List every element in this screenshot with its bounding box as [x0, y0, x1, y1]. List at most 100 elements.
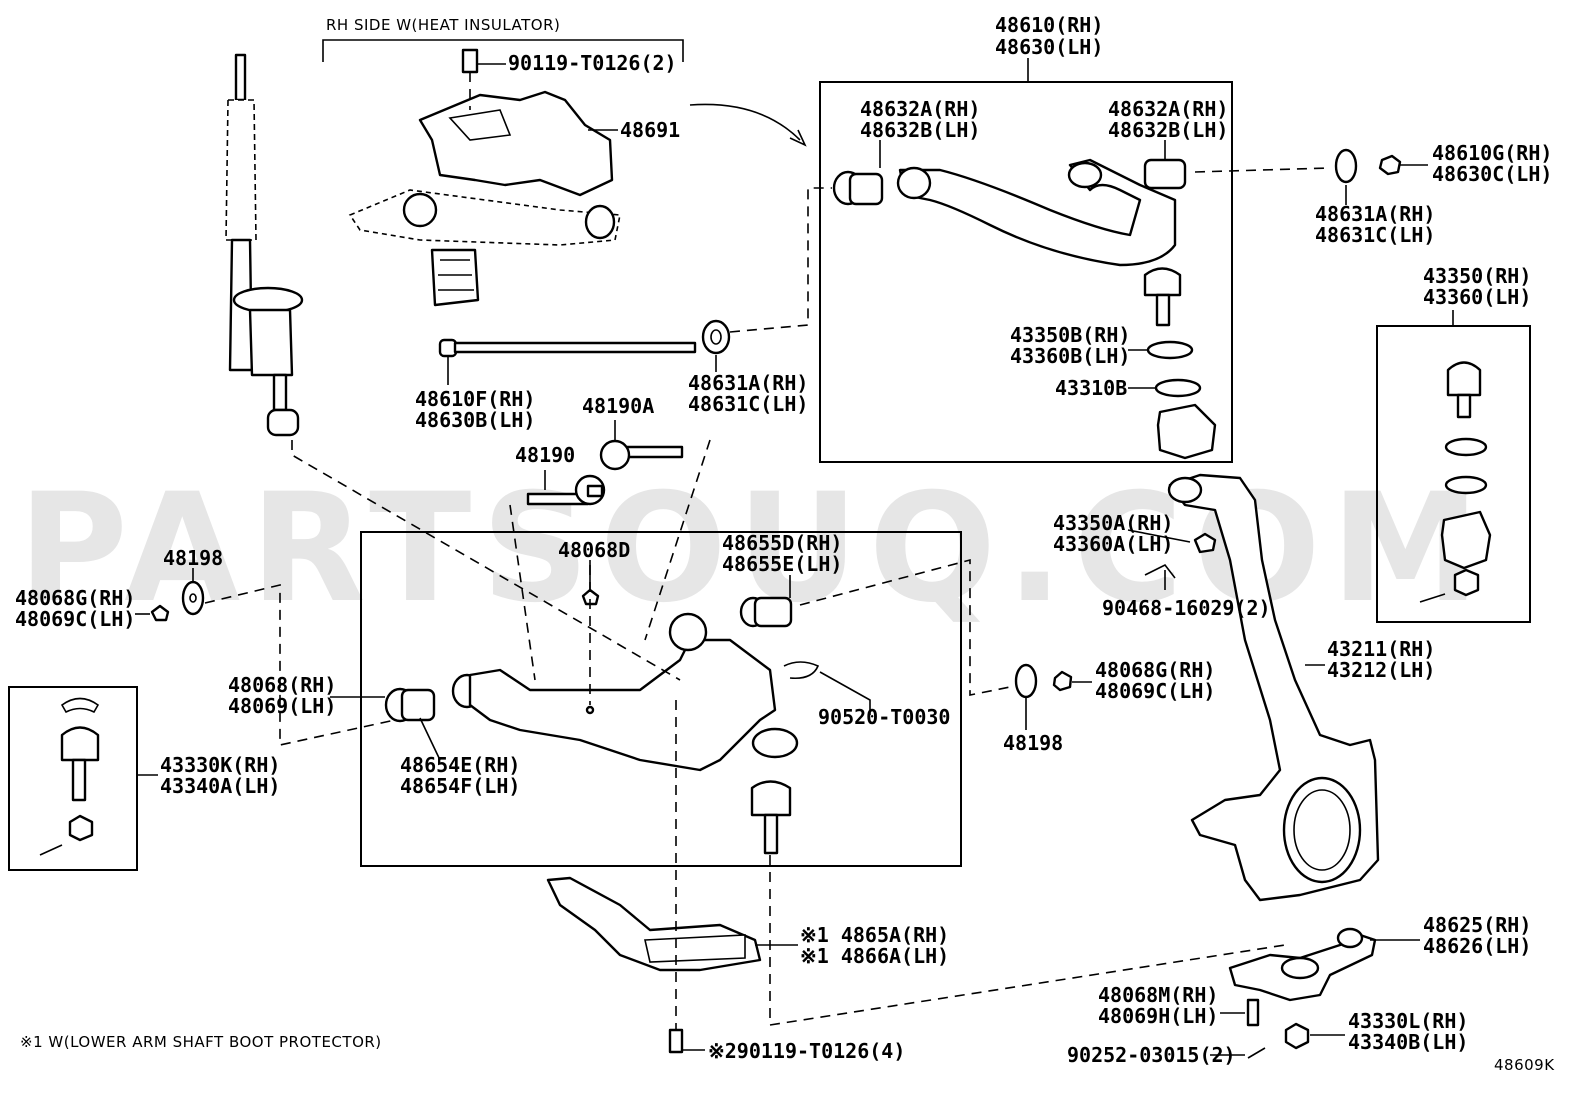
- leader-lines: [135, 58, 1454, 1056]
- label-43211[interactable]: 43211(RH) 43212(LH): [1327, 637, 1435, 682]
- lower-control-arm-illustration: [384, 588, 820, 855]
- ball-joint-frame-left: [8, 686, 138, 871]
- lower-arm-frame: [360, 531, 962, 867]
- label-43310B[interactable]: 43310B: [1055, 376, 1127, 400]
- label-line: 43350A(RH): [1053, 511, 1173, 535]
- label-48632A-right[interactable]: 48632A(RH) 48632B(LH): [1108, 97, 1228, 142]
- label-line: 48632B(LH): [1108, 118, 1228, 142]
- label-line: 90252-03015(2): [1067, 1043, 1236, 1067]
- label-line: 48068G(RH): [1095, 658, 1215, 682]
- adjusting-cam-left-illustration: [150, 580, 205, 622]
- label-line: 48068(RH): [228, 673, 336, 697]
- label-line: 43360(LH): [1423, 285, 1531, 309]
- label-line: 48190: [515, 443, 575, 467]
- label-line: 43360B(LH): [1010, 344, 1130, 368]
- label-line: 48069H(LH): [1098, 1004, 1218, 1028]
- label-line: 48190A: [582, 394, 654, 418]
- ball-joint-right-illustration: [1419, 361, 1492, 603]
- label-line: 48655D(RH): [722, 531, 842, 555]
- label-line: 48631A(RH): [688, 371, 808, 395]
- label-line: 90520-T0030: [818, 705, 950, 729]
- label-line: 48691: [620, 118, 680, 142]
- diagram-code: 48609K: [1494, 1056, 1555, 1074]
- label-line: 48610(RH): [995, 13, 1103, 37]
- cam-bolts-illustration: [526, 439, 684, 506]
- label-48198-right[interactable]: 48198: [1003, 731, 1063, 755]
- label-43350A[interactable]: 43350A(RH) 43360A(LH): [1053, 511, 1173, 556]
- label-48654E[interactable]: 48654E(RH) 48654F(LH): [400, 753, 520, 798]
- label-line: 48626(LH): [1423, 934, 1531, 958]
- label-48068[interactable]: 48068(RH) 48069(LH): [228, 673, 336, 718]
- label-line: 48068G(RH): [15, 586, 135, 610]
- label-line: ※1 4865A(RH): [800, 923, 949, 947]
- ball-joint-left-illustration: [39, 697, 100, 856]
- label-line: 43350B(RH): [1010, 323, 1130, 347]
- label-48068G-left[interactable]: 48068G(RH) 48069C(LH): [15, 586, 135, 631]
- label-line: 43310B: [1055, 376, 1127, 400]
- label-48631A-right[interactable]: 48631A(RH) 48631C(LH): [1315, 202, 1435, 247]
- label-line: 48631A(RH): [1315, 202, 1435, 226]
- label-48190A[interactable]: 48190A: [582, 394, 654, 418]
- label-48610F[interactable]: 48610F(RH) 48630B(LH): [415, 387, 535, 432]
- shock-absorber-illustration: [225, 53, 304, 437]
- steering-knuckle-illustration: [1144, 473, 1380, 902]
- label-line: 48198: [1003, 731, 1063, 755]
- label-line: 48654F(LH): [400, 774, 520, 798]
- label-line: 48610G(RH): [1432, 141, 1552, 165]
- label-48631A-mid[interactable]: 48631A(RH) 48631C(LH): [688, 371, 808, 416]
- label-line: 48630B(LH): [415, 408, 535, 432]
- label-48068D[interactable]: 48068D: [558, 538, 630, 562]
- label-90520[interactable]: 90520-T0030: [818, 705, 950, 729]
- upper-arm-outline-illustration: [348, 189, 621, 307]
- heat-insulator-illustration: [418, 48, 614, 197]
- adjusting-cam-right-illustration: [1014, 663, 1073, 699]
- label-48068G-right[interactable]: 48068G(RH) 48069C(LH): [1095, 658, 1215, 703]
- label-line: 43212(LH): [1327, 658, 1435, 682]
- rh-side-heading: RH SIDE W(HEAT INSULATOR): [326, 16, 560, 34]
- upper-arm-shaft-illustration: [438, 319, 731, 358]
- label-43350B[interactable]: 43350B(RH) 43360B(LH): [1010, 323, 1130, 368]
- rh-side-bracket: [322, 39, 684, 62]
- label-48610-48630[interactable]: 48610(RH) 48630(LH): [995, 13, 1103, 59]
- label-43330K[interactable]: 43330K(RH) 43340A(LH): [160, 753, 280, 798]
- label-line: 48630(LH): [995, 35, 1103, 59]
- label-line: 48655E(LH): [722, 552, 842, 576]
- upper-arm-frame: [819, 81, 1233, 463]
- label-48198-left[interactable]: 48198: [163, 546, 223, 570]
- label-line: 43330L(RH): [1348, 1009, 1468, 1033]
- label-line: ※290119-T0126(4): [708, 1039, 905, 1063]
- label-line: 48631C(LH): [1315, 223, 1435, 247]
- label-line: 48625(RH): [1423, 913, 1531, 937]
- label-line: 90468-16029(2): [1102, 596, 1271, 620]
- upper-control-arm-illustration: [832, 148, 1402, 460]
- label-line: 43211(RH): [1327, 637, 1435, 661]
- label-90468[interactable]: 90468-16029(2): [1102, 596, 1271, 620]
- label-line: 48198: [163, 546, 223, 570]
- label-48691[interactable]: 48691: [620, 118, 680, 142]
- label-48655D[interactable]: 48655D(RH) 48655E(LH): [722, 531, 842, 576]
- label-line: 48631C(LH): [688, 392, 808, 416]
- label-48610G[interactable]: 48610G(RH) 48630C(LH): [1432, 141, 1552, 186]
- footnote: ※1 W(LOWER ARM SHAFT BOOT PROTECTOR): [20, 1033, 382, 1051]
- label-line: 90119-T0126(2): [508, 51, 677, 75]
- label-line: 48068M(RH): [1098, 983, 1218, 1007]
- label-line: 48610F(RH): [415, 387, 535, 411]
- label-48068M[interactable]: 48068M(RH) 48069H(LH): [1098, 983, 1218, 1028]
- label-43350-43360[interactable]: 43350(RH) 43360(LH): [1423, 264, 1531, 309]
- label-line: 48069(LH): [228, 694, 336, 718]
- label-48190[interactable]: 48190: [515, 443, 575, 467]
- label-48625[interactable]: 48625(RH) 48626(LH): [1423, 913, 1531, 958]
- label-90119-T0126-4[interactable]: ※290119-T0126(4): [708, 1039, 905, 1063]
- label-line: 43360A(LH): [1053, 532, 1173, 556]
- label-48632A-left[interactable]: 48632A(RH) 48632B(LH): [860, 97, 980, 142]
- label-14865A[interactable]: ※1 4865A(RH) ※1 4866A(LH): [800, 923, 949, 968]
- label-90252[interactable]: 90252-03015(2): [1067, 1043, 1236, 1067]
- label-line: 48630C(LH): [1432, 162, 1552, 186]
- label-line: 48632A(RH): [1108, 97, 1228, 121]
- label-line: 43340B(LH): [1348, 1030, 1468, 1054]
- label-line: 48654E(RH): [400, 753, 520, 777]
- label-line: 48069C(LH): [1095, 679, 1215, 703]
- label-90119-T0126-2[interactable]: 90119-T0126(2): [508, 51, 677, 75]
- label-43330L[interactable]: 43330L(RH) 43340B(LH): [1348, 1009, 1468, 1054]
- label-line: 43350(RH): [1423, 264, 1531, 288]
